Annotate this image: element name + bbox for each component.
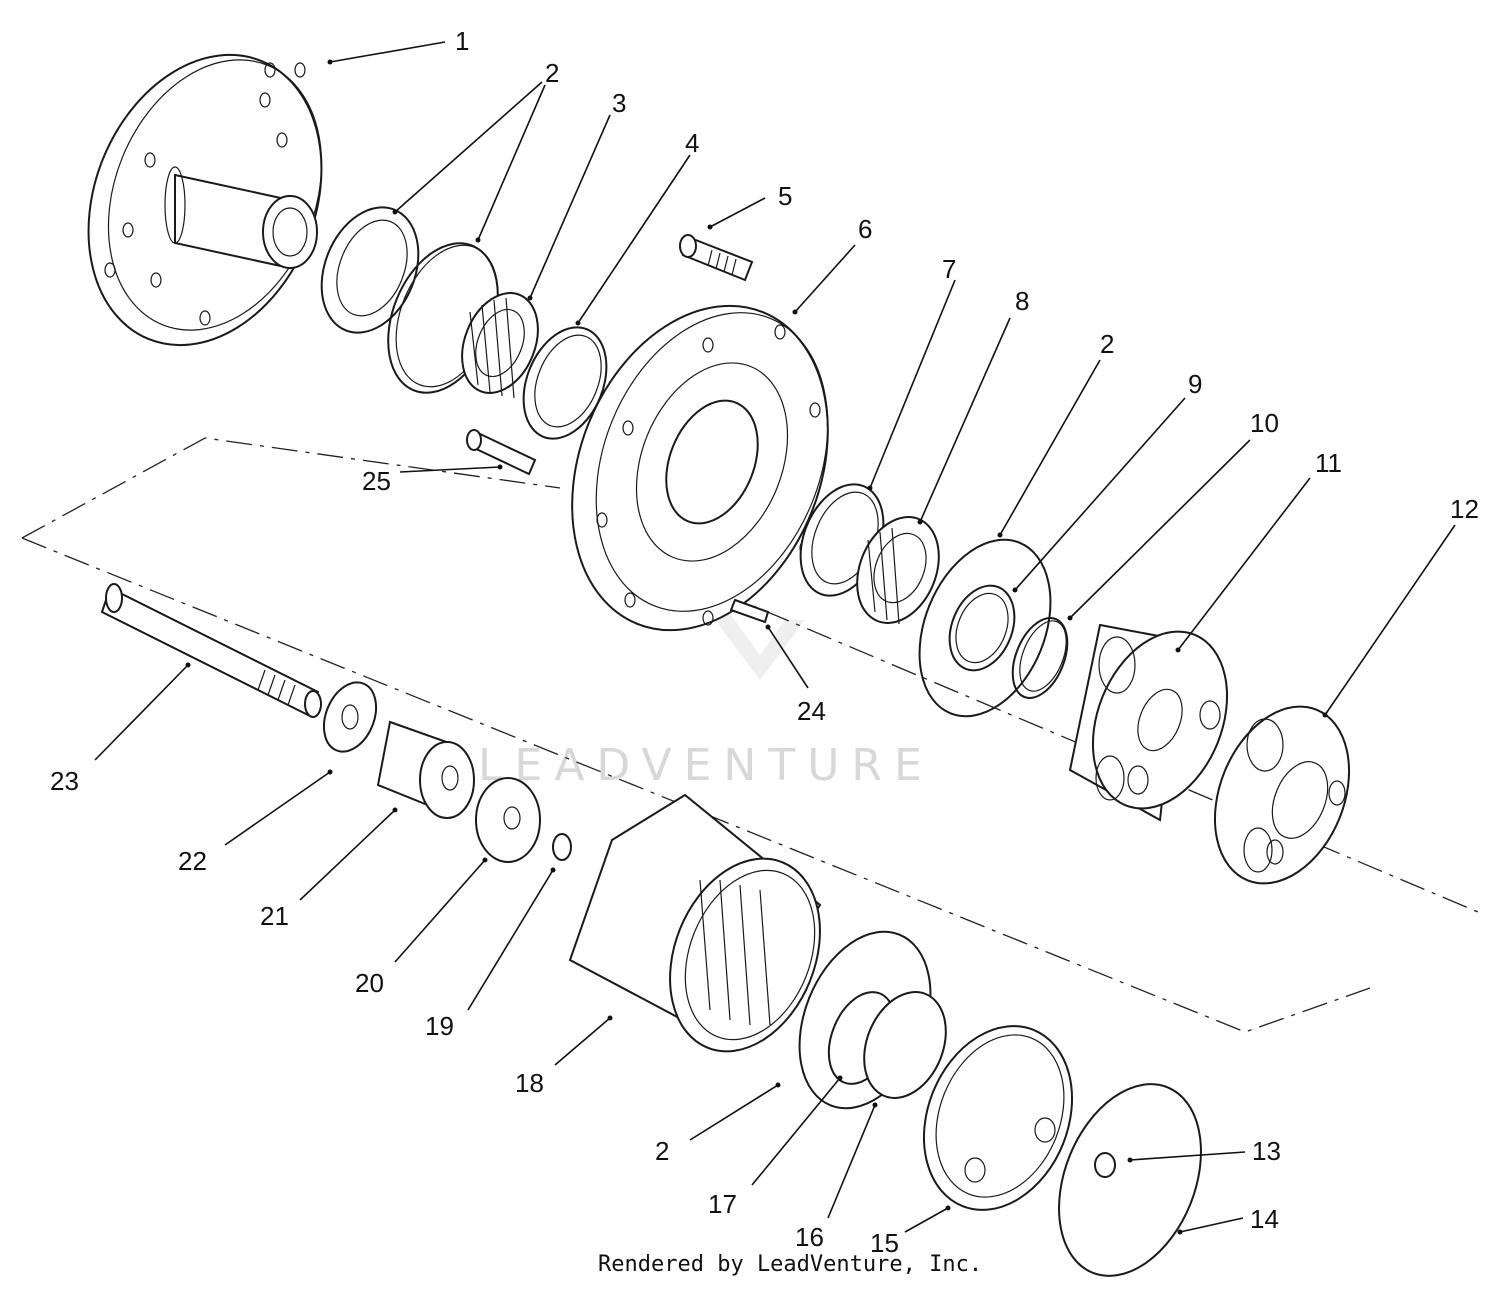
part-2-gasket — [918, 538, 1052, 718]
callout-25: 25 — [362, 466, 391, 496]
callout-22: 22 — [178, 846, 207, 876]
callout-14: 14 — [1250, 1204, 1279, 1234]
callout-2-a: 2 — [545, 58, 559, 88]
credit-line: Rendered by LeadVenture, Inc. — [598, 1252, 983, 1277]
part-16-thrust-plug — [863, 991, 947, 1099]
part-1-flange — [87, 53, 323, 347]
callout-19: 19 — [425, 1011, 454, 1041]
callout-12: 12 — [1450, 494, 1479, 524]
part-9-thrust-washer — [948, 584, 1016, 672]
callout-24: 24 — [797, 696, 826, 726]
callout-13: 13 — [1252, 1136, 1281, 1166]
callout-17: 17 — [708, 1189, 737, 1219]
leader-dots — [185, 59, 1328, 1235]
callout-2-c: 2 — [655, 1136, 669, 1166]
callout-5: 5 — [778, 181, 792, 211]
part-19-clip — [552, 833, 572, 861]
callout-4: 4 — [685, 128, 699, 158]
part-14-retaining-ring — [1058, 1083, 1202, 1277]
callout-1: 1 — [455, 26, 469, 56]
callout-21: 21 — [260, 901, 289, 931]
part-13-plug — [1094, 1152, 1116, 1178]
leader-lines — [94, 41, 1456, 1233]
part-23-shaft — [100, 583, 322, 718]
part-18-ring-gear — [568, 793, 822, 1053]
part-8-bearing-cone — [856, 516, 940, 625]
callout-2-b: 2 — [1100, 329, 1114, 359]
callout-10: 10 — [1250, 408, 1279, 438]
callout-labels: 1 2 3 4 5 6 7 8 2 9 10 11 12 13 14 15 16… — [50, 26, 1479, 1258]
part-15-cover — [922, 1025, 1074, 1211]
part-2-seal — [320, 206, 420, 334]
part-10-snap-ring — [1011, 617, 1069, 699]
part-21-gear — [376, 720, 475, 819]
part-24-pin — [729, 598, 770, 624]
part-12-planet-carrier — [1213, 705, 1351, 885]
callout-16: 16 — [795, 1222, 824, 1252]
callout-18: 18 — [515, 1068, 544, 1098]
part-6-hub — [571, 304, 829, 632]
callout-23: 23 — [50, 766, 79, 796]
callout-11: 11 — [1315, 448, 1342, 478]
callout-6: 6 — [858, 214, 872, 244]
callout-15: 15 — [870, 1228, 899, 1258]
part-11-planet-carrier — [1068, 623, 1229, 822]
part-22-washer — [322, 681, 378, 753]
callout-20: 20 — [355, 968, 384, 998]
callout-9: 9 — [1188, 369, 1202, 399]
callout-8: 8 — [1015, 286, 1029, 316]
part-5-stud — [679, 234, 754, 282]
part-3-bearing-cone — [461, 292, 539, 399]
callout-7: 7 — [942, 254, 956, 284]
part-25-bolt — [466, 429, 537, 476]
part-20-gear — [475, 777, 541, 863]
callout-3: 3 — [612, 88, 626, 118]
watermark-text: LEADVENTURE — [478, 740, 934, 791]
